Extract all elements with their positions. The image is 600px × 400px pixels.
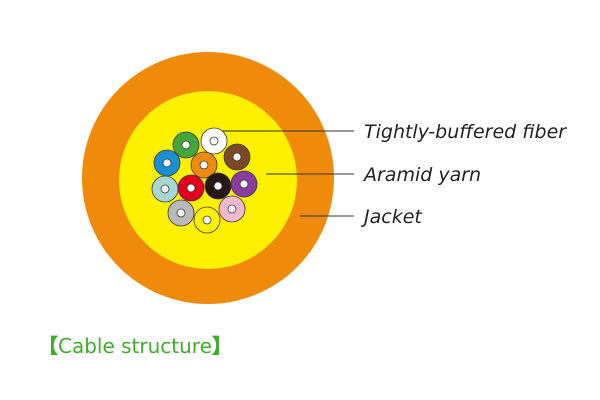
fiber-1-core [209, 136, 219, 146]
caption-text: Cable structure [58, 334, 212, 358]
fiber-2-core [232, 152, 242, 162]
caption-open-bracket: 【 [38, 334, 58, 358]
fiber-6-core [176, 208, 186, 218]
fiber-7-core [160, 184, 170, 194]
fiber-bundle [151, 127, 258, 234]
fiber-9-core [181, 140, 191, 150]
label-tightly-buffered-fiber: Tightly-buffered fiber [364, 121, 567, 143]
caption-close-bracket: 】 [211, 334, 232, 358]
diagram-caption: 【Cable structure】 [38, 332, 232, 360]
fiber-5-core [202, 215, 212, 225]
cable-cross-section: Tightly-buffered fiber Aramid yarn Jacke… [82, 52, 567, 304]
fiber-4-core [227, 204, 237, 214]
fiber-8-core [162, 158, 172, 168]
fiber-12-core [213, 181, 223, 191]
label-jacket: Jacket [360, 206, 423, 228]
fiber-11-core [186, 183, 196, 193]
label-aramid-yarn: Aramid yarn [362, 164, 481, 186]
fiber-3-core [239, 179, 249, 189]
fiber-10-core [199, 160, 209, 170]
